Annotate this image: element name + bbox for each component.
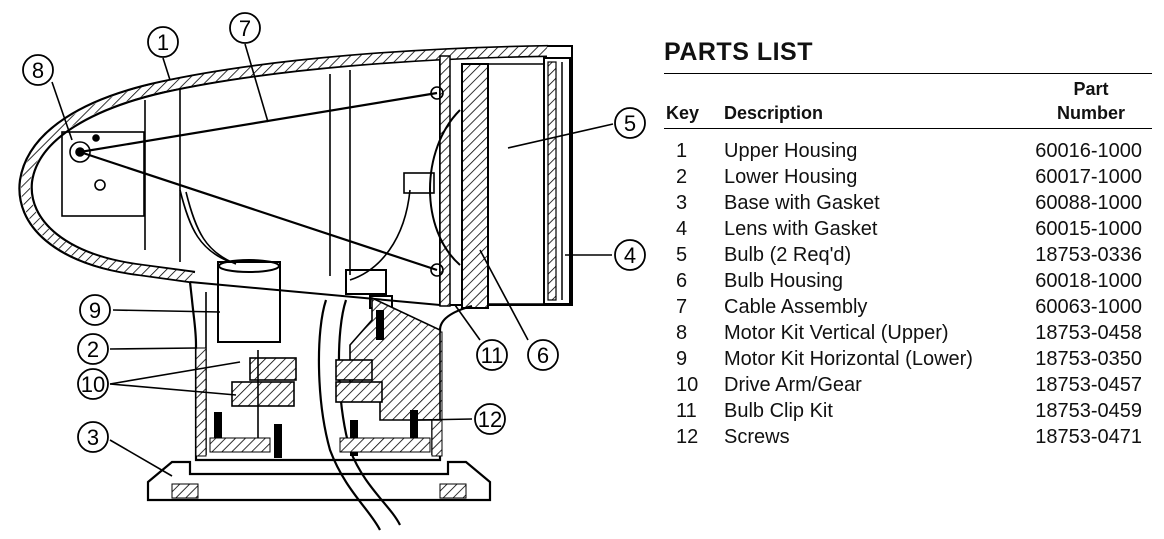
part-number: 18753-0458 — [1035, 322, 1142, 344]
part-description: Base with Gasket — [724, 192, 880, 214]
header-part-line2: Number — [1056, 103, 1125, 123]
part-number: 60063-1000 — [1035, 296, 1142, 318]
parts-row: 2 Lower Housing 60017-1000 — [664, 164, 1152, 190]
parts-row: 1 Upper Housing 60016-1000 — [664, 129, 1152, 165]
svg-text:8: 8 — [32, 58, 44, 83]
part-description: Bulb (2 Req'd) — [724, 244, 852, 266]
parts-row: 11 Bulb Clip Kit 18753-0459 — [664, 398, 1152, 424]
part-key: 1 — [676, 140, 688, 162]
lower-housing — [188, 281, 473, 462]
callout-11: 11 — [476, 339, 508, 371]
part-description: Drive Arm/Gear — [724, 374, 862, 396]
part-key: 5 — [676, 244, 688, 266]
callout-10: 10 — [77, 368, 109, 400]
part-number: 60088-1000 — [1035, 192, 1142, 214]
part-key: 10 — [676, 374, 699, 396]
callout-5: 5 — [614, 107, 646, 139]
svg-text:7: 7 — [239, 16, 251, 41]
svg-text:6: 6 — [537, 343, 549, 368]
part-key: 7 — [676, 296, 688, 318]
part-number: 18753-0457 — [1035, 374, 1142, 396]
part-description: Lower Housing — [724, 166, 858, 188]
part-number: 60017-1000 — [1035, 166, 1142, 188]
header-part-line1: Part — [1073, 79, 1109, 99]
svg-text:10: 10 — [81, 372, 105, 397]
callout-4: 4 — [614, 239, 646, 271]
part-number: 18753-0350 — [1035, 348, 1142, 370]
bulb-housing — [429, 63, 544, 309]
base-with-gasket — [146, 437, 492, 502]
parts-list: PARTS LIST Key Description Part Number 1… — [664, 38, 1152, 450]
part-number: 18753-0471 — [1035, 426, 1142, 448]
part-key: 11 — [676, 400, 697, 422]
parts-row: 12 Screws 18753-0471 — [664, 424, 1152, 450]
svg-text:12: 12 — [478, 407, 502, 432]
svg-text:11: 11 — [481, 343, 504, 368]
header-description: Description — [724, 74, 1030, 129]
parts-list-title: PARTS LIST — [664, 38, 1152, 74]
lens-with-gasket — [543, 57, 571, 305]
parts-row: 8 Motor Kit Vertical (Upper) 18753-0458 — [664, 320, 1152, 346]
callout-8: 8 — [22, 54, 54, 86]
parts-row: 6 Bulb Housing 60018-1000 — [664, 268, 1152, 294]
callout-9: 9 — [79, 294, 111, 326]
callout-12: 12 — [474, 403, 506, 435]
part-key: 4 — [676, 218, 688, 240]
part-description: Upper Housing — [724, 140, 858, 162]
callout-7: 7 — [229, 12, 261, 44]
drive-arm-gear — [231, 350, 383, 440]
parts-table-header-row: Key Description Part Number — [664, 74, 1152, 129]
upper-housing — [18, 44, 573, 307]
part-key: 3 — [676, 192, 688, 214]
parts-row: 3 Base with Gasket 60088-1000 — [664, 190, 1152, 216]
callout-1: 1 — [147, 26, 179, 58]
svg-text:9: 9 — [89, 298, 101, 323]
searchlight-cutaway-diagram: 1 7 8 5 4 6 11 12 9 2 10 3 — [18, 12, 646, 531]
svg-text:1: 1 — [157, 30, 169, 55]
part-description: Cable Assembly — [724, 296, 868, 318]
part-key: 12 — [676, 426, 699, 448]
part-description: Motor Kit Vertical (Upper) — [724, 322, 949, 344]
callout-6: 6 — [527, 339, 559, 371]
part-key: 6 — [676, 270, 688, 292]
parts-row: 4 Lens with Gasket 60015-1000 — [664, 216, 1152, 242]
callout-leader-lines — [51, 43, 614, 477]
part-key: 9 — [676, 348, 688, 370]
parts-row: 10 Drive Arm/Gear 18753-0457 — [664, 372, 1152, 398]
parts-row: 5 Bulb (2 Req'd) 18753-0336 — [664, 242, 1152, 268]
part-key: 2 — [676, 166, 688, 188]
parts-table: Key Description Part Number 1 Upper Housi… — [664, 74, 1152, 450]
header-key: Key — [664, 74, 724, 129]
part-description: Bulb Clip Kit — [724, 400, 833, 422]
callout-3: 3 — [77, 421, 109, 453]
part-description: Screws — [724, 426, 790, 448]
svg-text:4: 4 — [624, 243, 636, 268]
parts-table-body: 1 Upper Housing 60016-1000 2 Lower Housing 60… — [664, 129, 1152, 451]
part-number: 18753-0336 — [1035, 244, 1142, 266]
svg-text:3: 3 — [87, 425, 99, 450]
parts-row: 7 Cable Assembly 60063-1000 — [664, 294, 1152, 320]
header-part-number: Part Number — [1030, 74, 1152, 129]
svg-text:2: 2 — [87, 337, 99, 362]
part-description: Motor Kit Horizontal (Lower) — [724, 348, 973, 370]
part-number: 60015-1000 — [1035, 218, 1142, 240]
parts-row: 9 Motor Kit Horizontal (Lower) 18753-0350 — [664, 346, 1152, 372]
part-key: 8 — [676, 322, 688, 344]
callout-2: 2 — [77, 333, 109, 365]
part-number: 60016-1000 — [1035, 140, 1142, 162]
part-number: 18753-0459 — [1035, 400, 1142, 422]
part-description: Bulb Housing — [724, 270, 843, 292]
svg-text:5: 5 — [624, 111, 636, 136]
part-number: 60018-1000 — [1035, 270, 1142, 292]
part-description: Lens with Gasket — [724, 218, 878, 240]
